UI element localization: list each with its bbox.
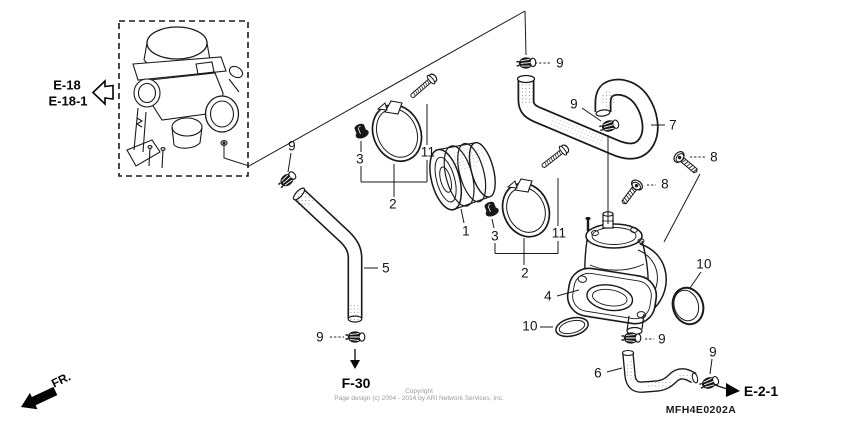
hose-clamp-icon <box>515 55 537 71</box>
hose-clamp-icon <box>275 168 299 192</box>
copyright-line2: Page design (c) 2004 - 2014 by ARI Netwo… <box>334 395 504 403</box>
hose-clamp-icon <box>697 373 721 393</box>
callout-11-screw-b[interactable]: 11 <box>551 225 567 241</box>
callout-2-band-a[interactable]: 2 <box>389 196 397 212</box>
callout-9-hose5-bottom-clamp[interactable]: 9 <box>316 329 324 345</box>
hose-5-drawing <box>292 187 363 323</box>
ref-e18-1[interactable]: E-18-1 <box>48 93 88 109</box>
nut-icon <box>352 122 370 141</box>
o-ring-right-drawing <box>671 286 705 326</box>
hose-clamp-icon <box>344 330 366 344</box>
band-clamp-a-drawing <box>352 71 440 163</box>
callout-8-bolt-upper[interactable]: 8 <box>710 149 718 165</box>
callout-10-oring-left[interactable]: 10 <box>522 318 538 334</box>
callout-8-bolt-lower[interactable]: 8 <box>661 176 669 192</box>
callout-5-hose[interactable]: 5 <box>382 260 390 276</box>
callout-10-oring-right[interactable]: 10 <box>696 256 712 272</box>
fr-arrow <box>21 386 58 410</box>
copyright-line1: Copyright <box>405 388 433 395</box>
connecting-tube-drawing <box>429 141 496 211</box>
copyright-notice: Copyright Page design (c) 2004 - 2014 by… <box>334 388 503 403</box>
carburetor-reference-drawing <box>118 20 249 177</box>
hose-clamp-icon <box>620 331 642 345</box>
e18-arrow <box>91 79 114 106</box>
callout-2-band-b[interactable]: 2 <box>521 265 529 281</box>
bolt-icon-upper <box>671 149 702 177</box>
diagram-part-code: MFH4E0202A <box>665 403 737 416</box>
hose-clamp-icon <box>597 117 621 135</box>
callout-9-hose5-top-clamp[interactable]: 9 <box>288 138 296 154</box>
o-ring-left-drawing <box>555 316 589 338</box>
nut-icon <box>482 200 500 219</box>
callout-7-hose[interactable]: 7 <box>669 117 677 133</box>
callout-9-hose6-clamp[interactable]: 9 <box>709 344 717 360</box>
callout-9-manifold-clamp[interactable]: 9 <box>658 331 666 347</box>
callout-9-hose7-end-clamp[interactable]: 9 <box>570 96 578 112</box>
callout-3-nut-a[interactable]: 3 <box>356 151 364 167</box>
leader-carb-to-hose7 <box>223 10 527 167</box>
screw-icon <box>538 142 572 172</box>
ref-f30[interactable]: F-30 <box>341 375 371 391</box>
callout-1-connecting-tube[interactable]: 1 <box>462 223 470 239</box>
bolt-icon-lower <box>617 177 645 208</box>
manifold-drawing <box>566 211 667 336</box>
screw-icon <box>407 71 440 102</box>
dashed-boundary-box <box>118 20 249 177</box>
callout-9-carb-hose-top-clamp[interactable]: 9 <box>556 55 564 71</box>
leader-lines <box>287 62 713 375</box>
f30-arrow <box>350 349 360 369</box>
e21-arrow <box>714 383 740 397</box>
ref-e18[interactable]: E-18 <box>53 77 81 93</box>
ref-e2-1[interactable]: E-2-1 <box>743 383 779 399</box>
callout-3-nut-b[interactable]: 3 <box>491 228 499 244</box>
hose-7-drawing <box>516 74 659 160</box>
callout-4-manifold[interactable]: 4 <box>544 288 552 304</box>
callout-6-hose[interactable]: 6 <box>594 365 602 381</box>
hose-6-drawing <box>621 349 699 393</box>
callout-11-screw-a[interactable]: 11 <box>420 144 436 160</box>
band-clamp-b-drawing <box>482 142 572 238</box>
